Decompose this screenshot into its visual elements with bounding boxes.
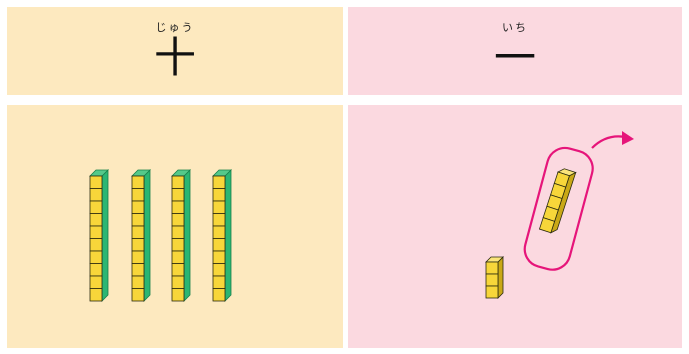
- circled-cube-stack: [539, 167, 575, 234]
- ten-rod: [172, 170, 190, 301]
- cube: [172, 251, 184, 264]
- cube: [213, 264, 225, 277]
- cube: [90, 251, 102, 264]
- rod-side: [225, 170, 231, 301]
- cube: [132, 176, 144, 189]
- cube: [132, 214, 144, 227]
- cube: [132, 251, 144, 264]
- move-arrow-head: [622, 131, 634, 145]
- cube: [132, 239, 144, 252]
- ten-rod: [132, 170, 150, 301]
- cube: [90, 176, 102, 189]
- cube: [213, 201, 225, 214]
- cube: [90, 276, 102, 289]
- rod-side: [102, 170, 108, 301]
- cube: [213, 289, 225, 302]
- cube: [172, 239, 184, 252]
- cube: [90, 239, 102, 252]
- cube: [132, 189, 144, 202]
- cube: [132, 264, 144, 277]
- loose-ones-group: [486, 257, 503, 298]
- cube: [213, 214, 225, 227]
- cube: [132, 201, 144, 214]
- cube: [172, 176, 184, 189]
- cube: [132, 226, 144, 239]
- cube: [172, 276, 184, 289]
- circled-ones-group: [521, 131, 634, 274]
- cube: [213, 251, 225, 264]
- cube: [172, 289, 184, 302]
- cube: [172, 264, 184, 277]
- rod-side: [184, 170, 190, 301]
- cube: [90, 226, 102, 239]
- cube: [213, 226, 225, 239]
- cube: [172, 226, 184, 239]
- cube: [213, 239, 225, 252]
- cube: [172, 189, 184, 202]
- cube: [132, 289, 144, 302]
- cube: [172, 201, 184, 214]
- cube: [90, 214, 102, 227]
- cube: [90, 201, 102, 214]
- unit-cube: [486, 262, 498, 274]
- cube: [172, 214, 184, 227]
- ten-rods-group: [90, 170, 231, 301]
- unit-cube: [486, 274, 498, 286]
- ten-rod: [213, 170, 231, 301]
- cube: [213, 176, 225, 189]
- cube: [90, 289, 102, 302]
- rod-side: [144, 170, 150, 301]
- cube: [213, 189, 225, 202]
- unit-cube: [486, 286, 498, 298]
- cube: [132, 276, 144, 289]
- cube: [90, 189, 102, 202]
- cube: [213, 276, 225, 289]
- cube: [90, 264, 102, 277]
- ten-rod: [90, 170, 108, 301]
- loose-side: [498, 257, 503, 298]
